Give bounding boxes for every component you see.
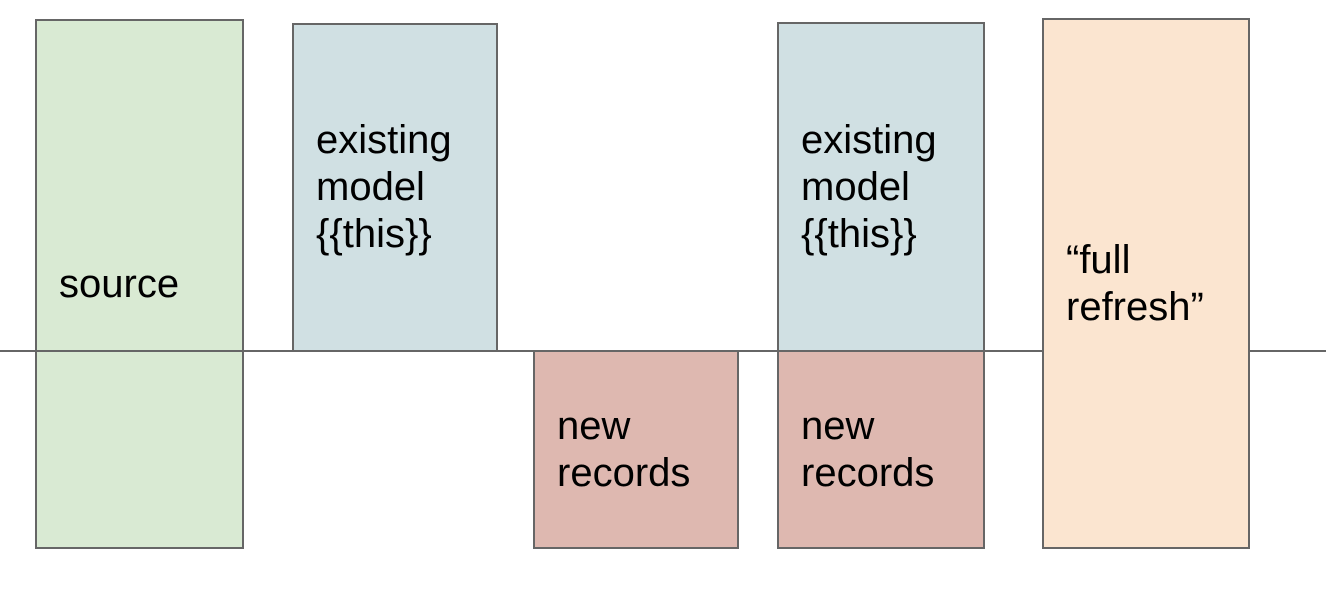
source-box-label: source bbox=[37, 261, 185, 308]
existing-model-box-1-label: existing model {{this}} bbox=[294, 117, 458, 258]
label-line: model bbox=[801, 164, 910, 209]
label-line: refresh” bbox=[1066, 284, 1204, 329]
existing-model-box-1: existing model {{this}} bbox=[292, 23, 498, 352]
new-records-box-2-label: new records bbox=[779, 403, 940, 497]
label-line: new bbox=[557, 403, 631, 448]
label-line: existing bbox=[316, 118, 452, 162]
existing-model-box-2: existing model {{this}} bbox=[777, 22, 985, 352]
label-line: records bbox=[801, 450, 935, 495]
new-records-box-1-label: new records bbox=[535, 403, 696, 497]
new-records-box-2: new records bbox=[777, 350, 985, 549]
label-line: existing bbox=[801, 117, 937, 162]
existing-model-box-2-label: existing model {{this}} bbox=[779, 117, 943, 258]
label-line: source bbox=[59, 261, 180, 306]
label-line: records bbox=[557, 450, 691, 495]
label-line: “full bbox=[1066, 237, 1131, 282]
label-line: {{this}} bbox=[316, 212, 432, 256]
new-records-box-1: new records bbox=[533, 350, 739, 549]
full-refresh-box-label: “full refresh” bbox=[1044, 237, 1210, 331]
label-line: model bbox=[316, 165, 425, 209]
label-line: new bbox=[801, 403, 875, 448]
label-line: {{this}} bbox=[801, 211, 917, 256]
full-refresh-box: “full refresh” bbox=[1042, 18, 1250, 549]
source-box: source bbox=[35, 19, 244, 549]
